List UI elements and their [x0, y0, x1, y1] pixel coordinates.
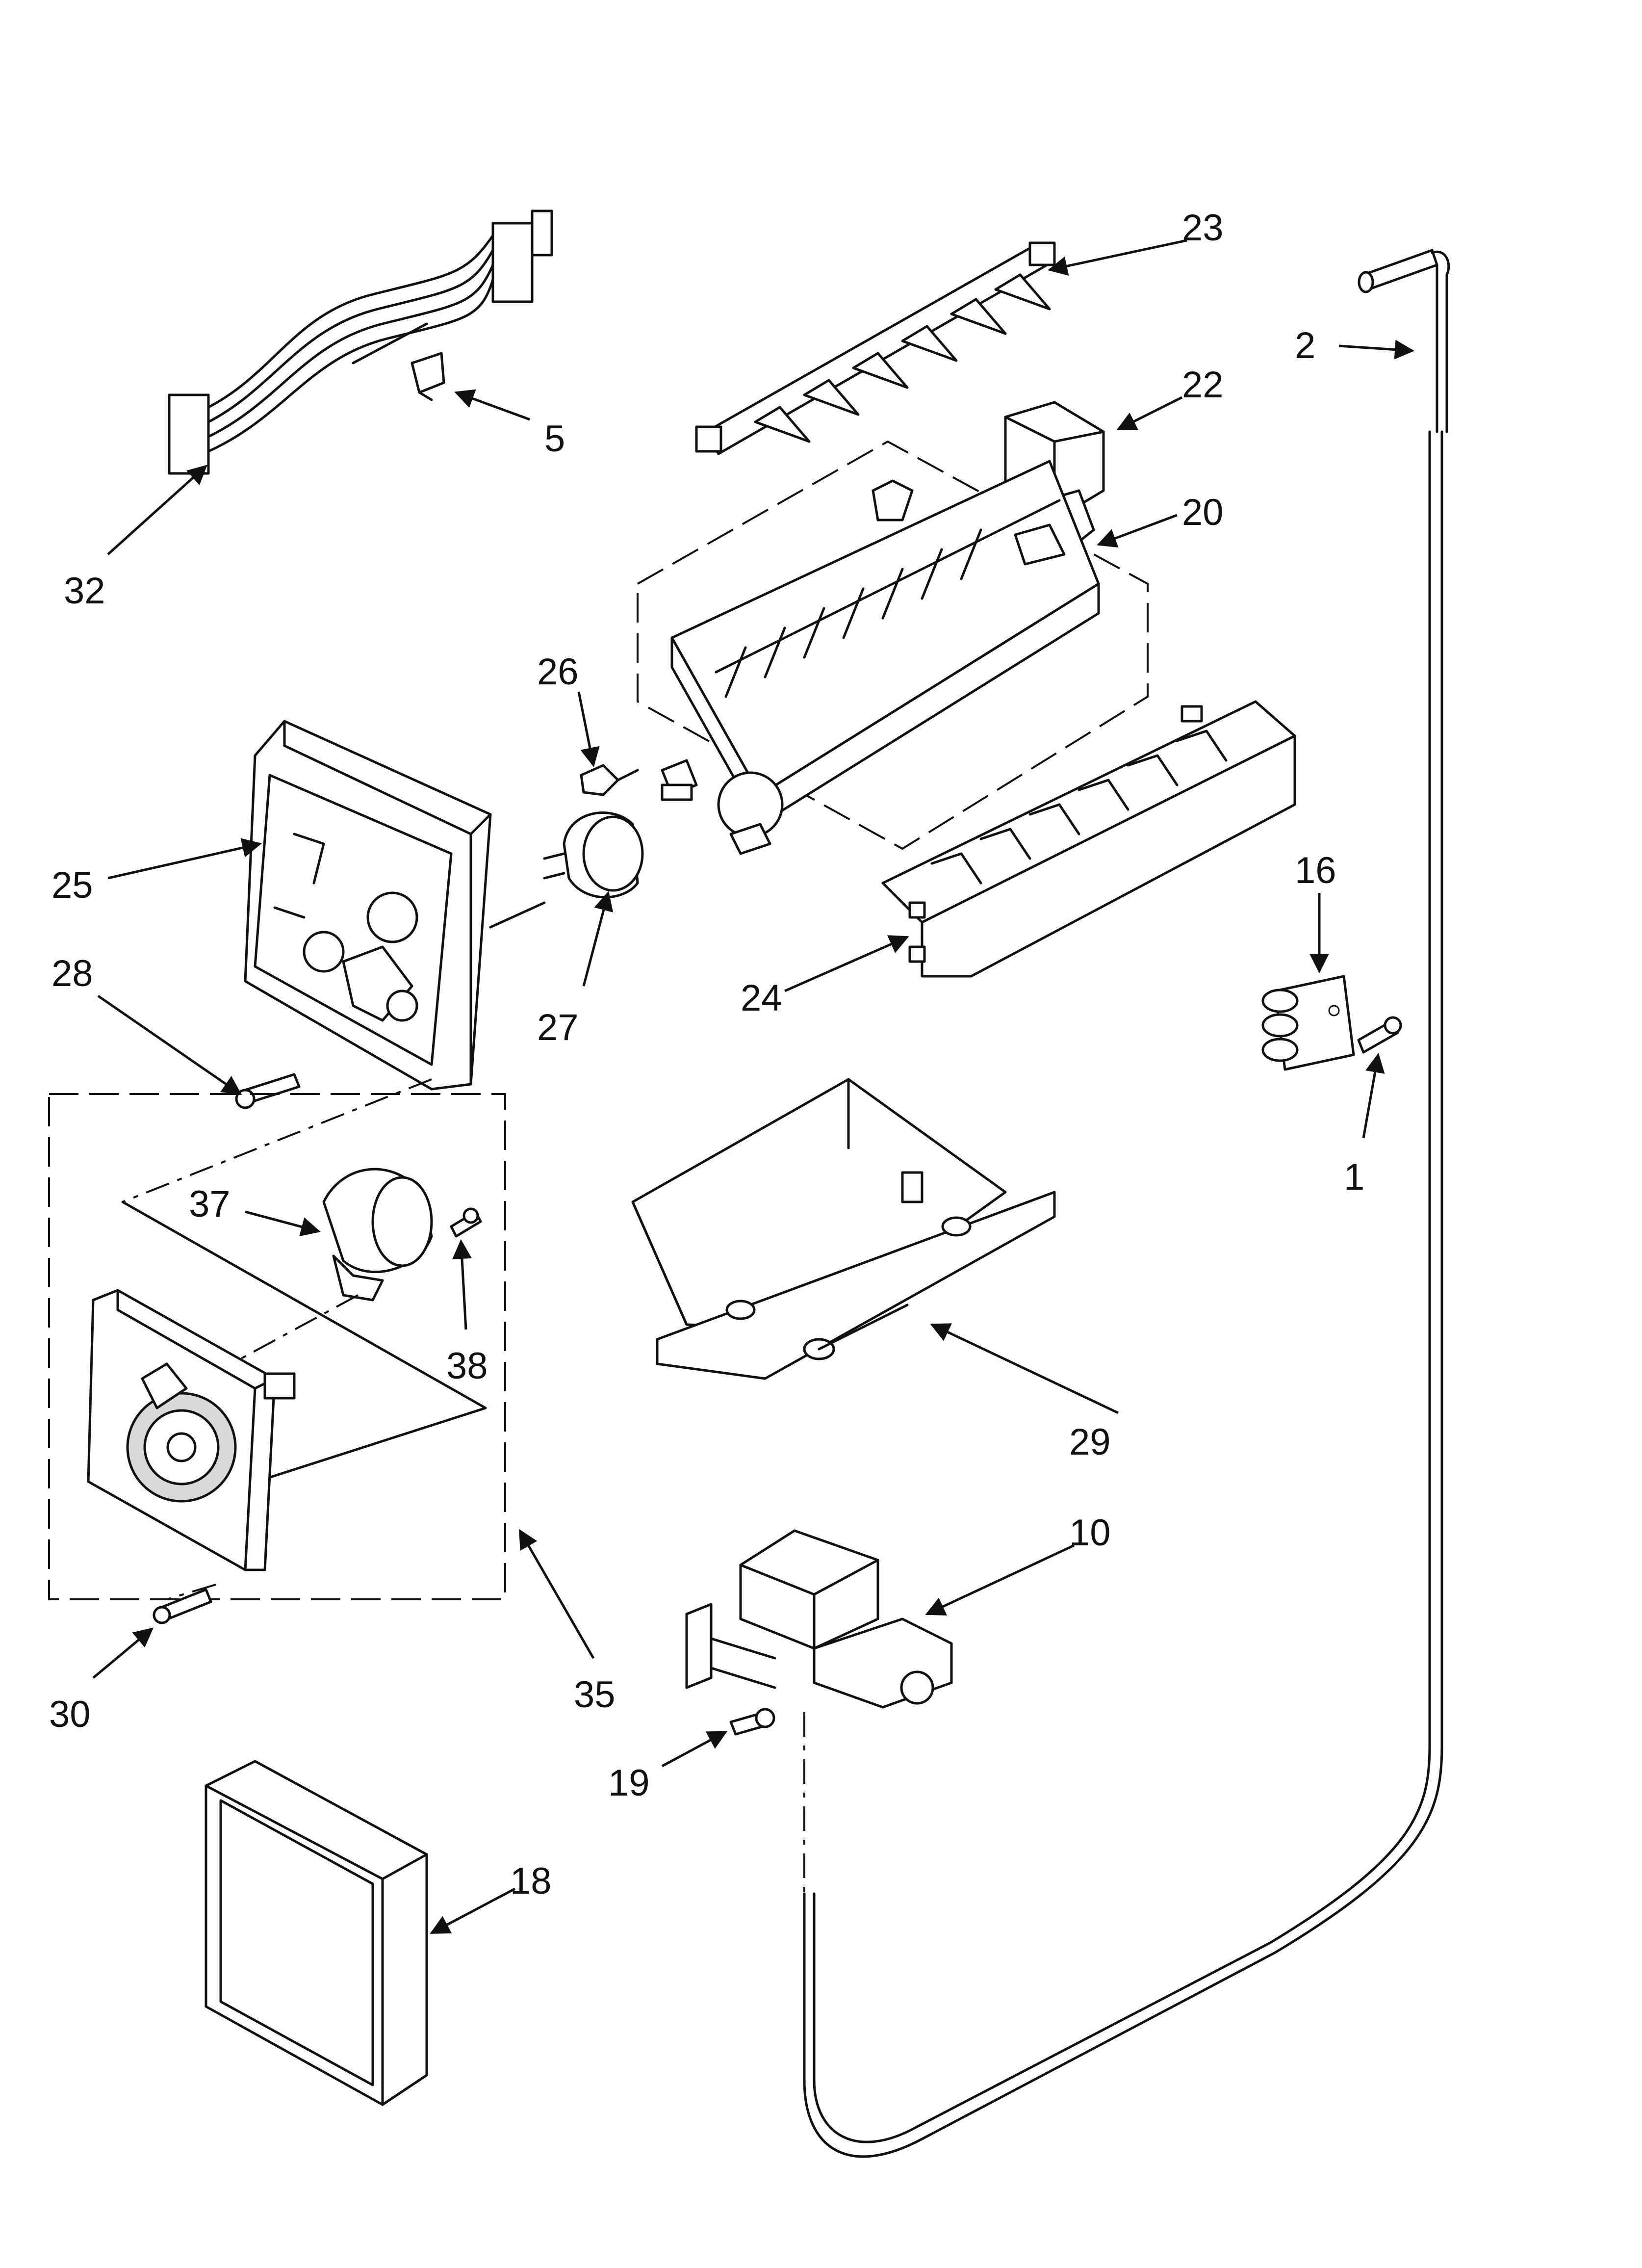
callout-22: 22 — [1182, 364, 1224, 406]
part-32-wire-harness — [168, 209, 553, 475]
part-25-ice-maker-housing — [244, 720, 546, 1091]
callout-30: 30 — [49, 1694, 91, 1735]
part-38-screw — [450, 1207, 482, 1238]
callout-19: 19 — [608, 1762, 650, 1804]
part-27-thermostat — [543, 811, 644, 899]
callout-32: 32 — [64, 570, 105, 612]
part-23-ice-ejector — [695, 241, 1056, 455]
callout-18: 18 — [510, 1860, 552, 1902]
part-24-ice-stripper — [881, 700, 1296, 978]
callout-26: 26 — [537, 651, 579, 693]
callout-37: 37 — [189, 1183, 231, 1225]
part-18-front-cover — [205, 1760, 428, 2106]
callout-27: 27 — [537, 1007, 579, 1048]
leader-lines — [92, 239, 1414, 1934]
part-29-ice-tray — [631, 1078, 1056, 1380]
callout-2: 2 — [1295, 325, 1315, 366]
callout-28: 28 — [51, 953, 93, 994]
part-1-screw — [1357, 1016, 1402, 1054]
callout-5: 5 — [544, 418, 565, 460]
callout-10: 10 — [1069, 1512, 1111, 1554]
part-16-tube-clamp — [1261, 975, 1355, 1071]
part-2-fill-tube — [803, 249, 1450, 2158]
part-30-screw — [153, 1588, 212, 1624]
callout-23: 23 — [1182, 207, 1224, 249]
callout-38: 38 — [446, 1345, 488, 1387]
callout-labels: 23 2 22 20 5 32 26 27 25 28 24 16 1 37 3… — [49, 207, 1364, 1902]
part-35-motor-kit — [48, 1078, 506, 1600]
callout-29: 29 — [1069, 1421, 1111, 1463]
part-28-screw — [235, 1073, 301, 1109]
callout-20: 20 — [1182, 492, 1224, 533]
part-20-ice-mold — [637, 440, 1149, 855]
part-26-clip — [580, 764, 639, 796]
part-37-drive-motor — [240, 1168, 433, 1360]
callout-35: 35 — [574, 1674, 616, 1716]
callout-24: 24 — [741, 977, 782, 1019]
callout-16: 16 — [1295, 850, 1336, 891]
part-5-wire-clip — [410, 352, 445, 401]
part-10-water-valve — [685, 1529, 953, 1709]
callout-1: 1 — [1344, 1156, 1364, 1198]
callout-25: 25 — [51, 864, 93, 906]
part-19-screw — [729, 1708, 775, 1736]
